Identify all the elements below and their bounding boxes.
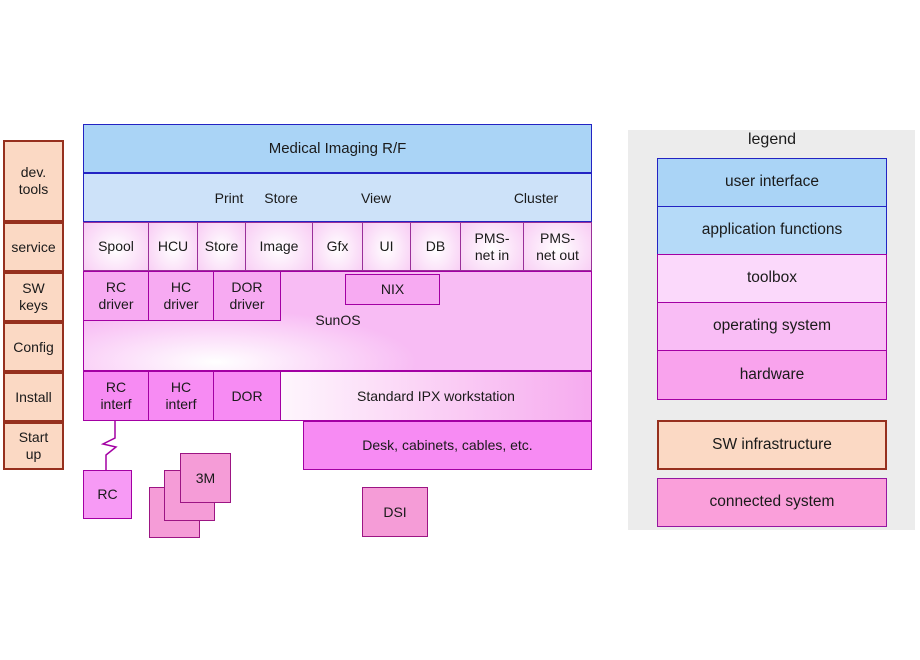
cell-label: UI <box>379 238 394 255</box>
rc-connected-box: RC <box>83 470 132 519</box>
toolbox-cell-hcu: HCU <box>148 222 198 271</box>
legend-sw-infrastructure: SW infrastructure <box>657 420 887 470</box>
cell-label: NIX <box>380 281 405 298</box>
legend-label: user interface <box>725 173 819 191</box>
toolbox-cell-pms-net-out: PMS- net out <box>523 222 592 271</box>
app-function-cluster: Cluster <box>513 190 559 206</box>
legend-label: application functions <box>701 221 843 239</box>
hc-driver-box: HC driver <box>148 271 214 321</box>
legend-hardware: hardware <box>657 350 887 400</box>
sidebar-item-service: service <box>3 222 64 272</box>
app-function-store: Store <box>264 190 298 206</box>
toolbox-cell-db: DB <box>410 222 461 271</box>
dsi-box: DSI <box>362 487 428 537</box>
toolbox-cell-ui: UI <box>362 222 411 271</box>
cell-label: HCU <box>157 238 189 255</box>
cell-label: HC driver <box>163 279 199 312</box>
cell-label: DOR driver <box>229 279 265 312</box>
application-functions-layer <box>83 173 592 222</box>
legend-connected-system: connected system <box>657 478 887 527</box>
desk-cabinets-box: Desk, cabinets, cables, etc. <box>303 421 592 470</box>
toolbox-cell-spool: Spool <box>83 222 149 271</box>
stacked-square-3m: 3M <box>180 453 231 503</box>
cell-label: Image <box>259 238 299 255</box>
app-function-view: View <box>360 190 392 206</box>
toolbox-cell-gfx: Gfx <box>312 222 363 271</box>
cell-label: PMS- net in <box>474 229 510 263</box>
cell-label: Spool <box>98 238 134 255</box>
sidebar-label: SW keys <box>19 280 48 313</box>
dor-box: DOR <box>213 371 281 421</box>
hc-interf-box: HC interf <box>148 371 214 421</box>
sunos-label: SunOS <box>315 312 361 328</box>
cell-label: Desk, cabinets, cables, etc. <box>362 437 533 454</box>
cell-label: Store <box>204 238 239 255</box>
stack-title: Medical Imaging R/F <box>268 139 407 157</box>
standard-ipx-workstation-box: Standard IPX workstation <box>280 371 592 421</box>
legend-label: hardware <box>739 365 805 383</box>
toolbox-cell-image: Image <box>245 222 313 271</box>
user-interface-layer: Medical Imaging R/F <box>83 124 592 173</box>
nix-box: NIX <box>345 274 440 305</box>
legend-toolbox: toolbox <box>657 254 887 303</box>
cell-label: RC driver <box>98 279 134 312</box>
legend-title: legend <box>747 131 797 148</box>
legend-label: connected system <box>709 493 835 511</box>
sidebar-item-config: Config <box>3 322 64 372</box>
lightning-connector <box>100 421 118 470</box>
cell-label: RC interf <box>100 379 132 412</box>
sidebar-label: Config <box>13 338 54 355</box>
cell-label: DSI <box>383 503 407 520</box>
legend-operating-system: operating system <box>657 302 887 351</box>
sidebar-item-start-up: Start up <box>3 422 64 470</box>
cell-label: Gfx <box>326 238 349 255</box>
rc-interf-box: RC interf <box>83 371 149 421</box>
cell-label: PMS- net out <box>536 229 579 263</box>
rc-driver-box: RC driver <box>83 271 149 321</box>
cell-label: HC interf <box>165 379 197 412</box>
sidebar-label: Install <box>15 388 52 405</box>
sidebar-label: Start up <box>18 429 49 462</box>
legend-label: operating system <box>712 317 832 335</box>
legend-user-interface: user interface <box>657 158 887 207</box>
legend-application-functions: application functions <box>657 206 887 255</box>
cell-label: RC <box>97 486 118 503</box>
dor-driver-box: DOR driver <box>213 271 281 321</box>
cell-label: 3M <box>195 469 216 486</box>
cell-label: DB <box>425 238 446 255</box>
legend-label: SW infrastructure <box>712 435 832 453</box>
toolbox-cell-store: Store <box>197 222 246 271</box>
app-function-print: Print <box>214 190 244 206</box>
sidebar-label: service <box>11 238 56 255</box>
legend-label: toolbox <box>747 269 797 287</box>
cell-label: Standard IPX workstation <box>357 387 515 404</box>
sidebar-label: dev. tools <box>18 164 49 197</box>
cell-label: DOR <box>231 387 263 404</box>
sidebar-item-sw-keys: SW keys <box>3 272 64 322</box>
toolbox-cell-pms-net-in: PMS- net in <box>460 222 524 271</box>
sidebar-item-install: Install <box>3 372 64 422</box>
sidebar-item-dev-tools: dev. tools <box>3 140 64 222</box>
